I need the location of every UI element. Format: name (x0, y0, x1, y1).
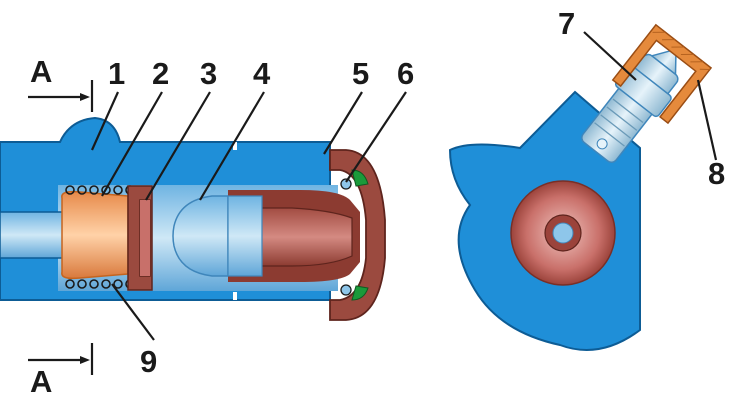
seal-ring-bottom (351, 285, 369, 301)
bleeder-cap (611, 23, 713, 125)
callout-2: 2 (152, 56, 169, 91)
callout-leaders (90, 31, 718, 341)
piston-face (140, 200, 150, 276)
bleeder-valve (581, 48, 679, 163)
section-label-top: A (30, 54, 52, 89)
section-mark-top: A (28, 54, 94, 112)
housing-groove-top (233, 142, 237, 150)
bleeder-tip (650, 48, 677, 76)
end-cap (329, 149, 386, 321)
cylinder-section-view: A A (0, 54, 386, 399)
outer-piston-stem (227, 195, 263, 277)
piston-cone (172, 195, 229, 277)
section-mark-bottom: A (28, 343, 94, 399)
piston-disc-bore (552, 222, 574, 244)
section-label-bottom: A (30, 364, 52, 399)
seal-ball-bottom (340, 284, 352, 296)
callout-7: 7 (558, 6, 575, 41)
callout-3: 3 (200, 56, 217, 91)
outer-piston-inner (249, 207, 353, 267)
cylinder-cross-section-view (448, 23, 713, 351)
callout-6: 6 (397, 56, 414, 91)
callout-9: 9 (140, 344, 157, 379)
spring-seat (61, 190, 129, 280)
callout-numbers: 1 2 3 4 5 6 7 8 9 (108, 6, 725, 379)
housing-groove-bottom (233, 292, 237, 300)
callout-1: 1 (108, 56, 125, 91)
callout-4: 4 (253, 56, 271, 91)
callout-5: 5 (352, 56, 369, 91)
callout-8: 8 (708, 156, 725, 191)
seal-ball-top (340, 178, 352, 190)
